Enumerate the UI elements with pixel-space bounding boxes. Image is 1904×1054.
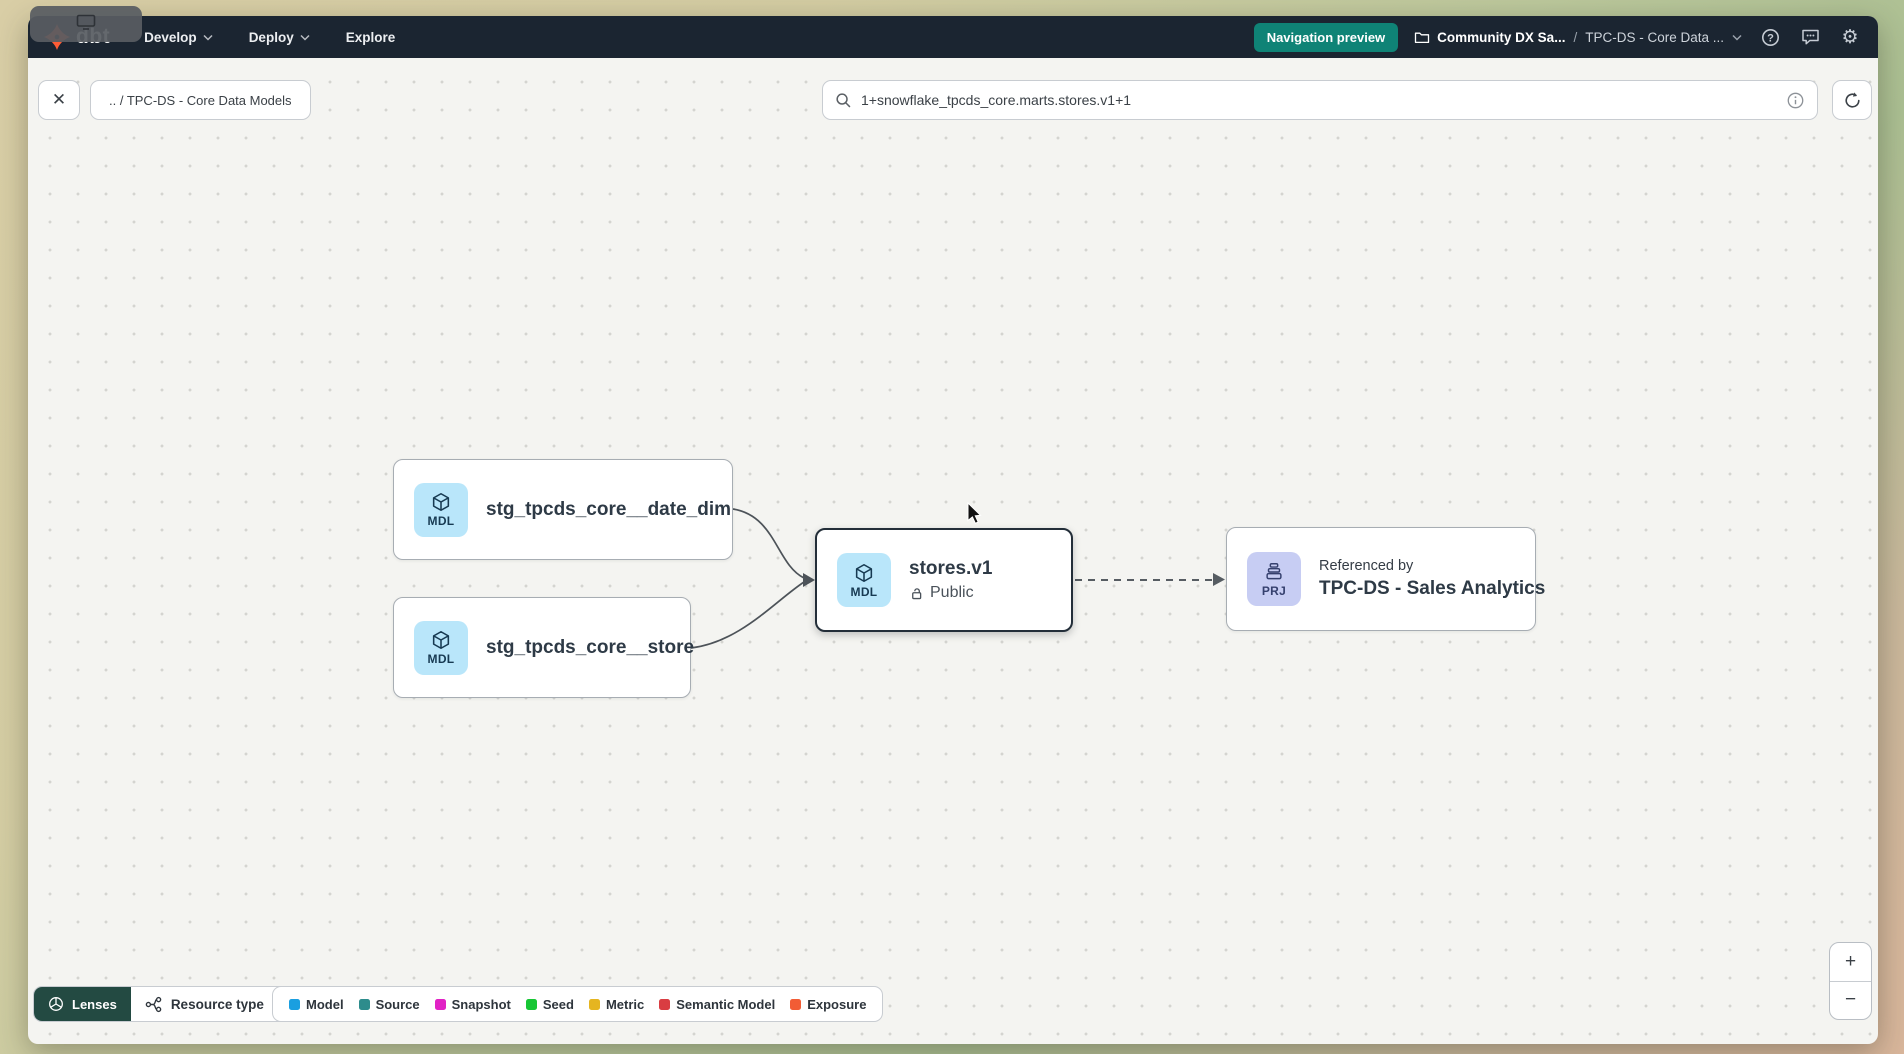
refresh-lineage-button[interactable]	[1832, 80, 1872, 120]
node-access: Public	[909, 584, 992, 602]
legend-item-semantic-model: Semantic Model	[659, 997, 775, 1012]
legend-swatch	[659, 998, 671, 1010]
refresh-icon	[1845, 91, 1860, 108]
resource-graph-icon	[145, 996, 162, 1012]
nav-item-develop[interactable]: Develop	[144, 30, 213, 45]
legend-swatch	[434, 998, 446, 1010]
close-icon: ✕	[51, 90, 67, 109]
node-stores-v1[interactable]: MDL stores.v1 Public	[815, 528, 1073, 632]
legend-item-metric: Metric	[588, 997, 644, 1012]
feedback-icon[interactable]	[1798, 25, 1822, 49]
legend-swatch	[525, 998, 537, 1010]
node-title: stg_tpcds_core__date_dim	[486, 498, 731, 520]
model-type-tile: MDL	[414, 482, 468, 537]
legend-swatch	[289, 998, 300, 1010]
zoom-in-button[interactable]: +	[1830, 943, 1871, 982]
nav-item-explore[interactable]: Explore	[345, 29, 396, 45]
chevron-down-icon	[300, 34, 310, 41]
top-navbar: dbt Develop Deploy Explore Navigation pr…	[28, 16, 1878, 58]
navbar-right: Navigation preview Community DX Sa... / …	[1253, 22, 1862, 52]
project-type-tile: PRJ	[1247, 552, 1301, 606]
svg-text:?: ?	[1767, 32, 1774, 44]
zoom-out-button[interactable]: −	[1844, 989, 1857, 1011]
unlock-icon	[912, 587, 922, 599]
lenses-aperture-icon	[49, 997, 63, 1011]
monitor-icon	[76, 14, 96, 35]
legend-swatch	[588, 998, 600, 1010]
node-eyebrow: Referenced by	[1319, 558, 1414, 574]
resource-type-legend: Model Source Snapshot Seed Metric Semant…	[272, 986, 884, 1022]
legend-item-source: Source	[358, 997, 420, 1012]
app-window: dbt Develop Deploy Explore Navigation pr…	[28, 16, 1878, 1044]
lenses-button[interactable]: Lenses	[34, 987, 131, 1021]
chevron-down-icon	[1732, 34, 1742, 41]
help-icon[interactable]: ?	[1758, 25, 1782, 49]
view-controls: Lenses Resource type	[33, 986, 299, 1022]
lineage-search-bar	[822, 80, 1818, 120]
zoom-controls: + −	[1829, 942, 1872, 1020]
info-icon[interactable]	[1786, 91, 1805, 110]
node-stg-tpcds-core-store[interactable]: MDL stg_tpcds_core__store	[393, 597, 695, 698]
node-title: TPC-DS - Sales Analytics	[1319, 578, 1546, 599]
cube-icon	[432, 492, 450, 512]
legend-item-snapshot: Snapshot	[434, 997, 511, 1012]
legend-swatch	[790, 998, 802, 1010]
lineage-selector-input[interactable]	[861, 92, 1777, 108]
legend-item-model: Model	[289, 997, 344, 1012]
chevron-down-icon	[203, 34, 213, 41]
breadcrumb-project[interactable]: Community DX Sa...	[1414, 30, 1565, 45]
lineage-path-chip[interactable]: .. / TPC-DS - Core Data Models	[90, 80, 311, 120]
legend-item-exposure: Exposure	[790, 997, 866, 1012]
node-title: stg_tpcds_core__store	[486, 636, 695, 658]
resource-type-dropdown[interactable]: Resource type	[130, 987, 298, 1021]
cube-icon	[432, 630, 450, 650]
model-type-tile: MDL	[837, 553, 891, 607]
project-stack-icon	[1266, 562, 1282, 579]
search-icon	[836, 92, 851, 107]
node-tpcds-sales-analytics[interactable]: PRJ Referenced by TPC-DS - Sales Analyti…	[1226, 527, 1545, 631]
settings-gear-icon[interactable]: ⚙	[1841, 25, 1859, 48]
navigation-preview-badge[interactable]: Navigation preview	[1253, 22, 1399, 52]
node-title: stores.v1	[909, 558, 993, 579]
breadcrumb-page[interactable]: TPC-DS - Core Data ...	[1585, 29, 1724, 45]
breadcrumb: Community DX Sa... / TPC-DS - Core Data …	[1414, 30, 1742, 45]
nav-menu: Develop Deploy Explore	[144, 30, 395, 45]
nav-item-deploy[interactable]: Deploy	[249, 30, 310, 45]
breadcrumb-separator: /	[1573, 29, 1578, 45]
screen-share-indicator[interactable]	[30, 6, 142, 42]
close-lineage-button[interactable]: ✕	[38, 80, 80, 120]
legend-item-seed: Seed	[525, 997, 574, 1012]
legend-swatch	[358, 998, 370, 1010]
folder-icon	[1415, 32, 1430, 43]
model-type-tile: MDL	[414, 620, 468, 675]
node-stg-tpcds-core-date-dim[interactable]: MDL stg_tpcds_core__date_dim	[393, 459, 733, 560]
cube-icon	[855, 563, 873, 582]
